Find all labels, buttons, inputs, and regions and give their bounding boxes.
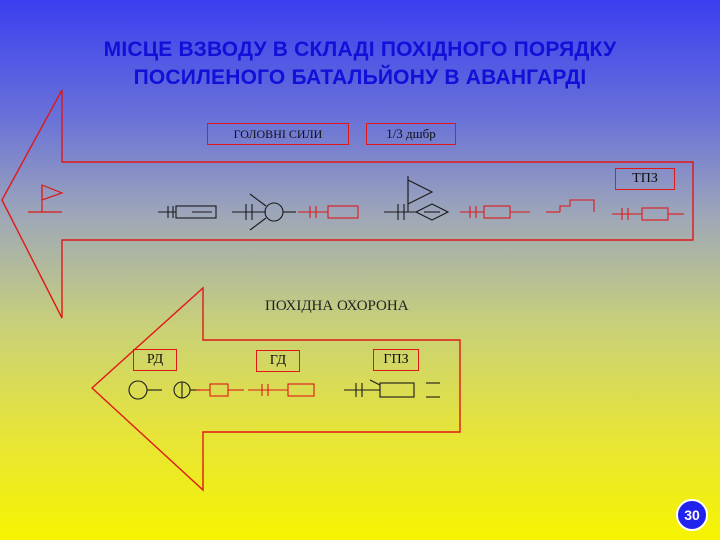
tank-icon bbox=[248, 383, 315, 397]
recon-vehicle-icon bbox=[128, 380, 200, 400]
main-forces-arrow bbox=[1, 89, 694, 319]
rear-patrol-label: ТПЗ bbox=[615, 168, 675, 190]
title-line-1: МІСЦЕ ВЗВОДУ В СКЛАДІ ПОХІДНОГО ПОРЯДКУ bbox=[103, 38, 617, 61]
apc-icon bbox=[344, 379, 440, 398]
flag-icon bbox=[28, 184, 64, 213]
page-title: МІСЦЕ ВЗВОДУ В СКЛАДІ ПОХІДНОГО ПОРЯДКУ … bbox=[0, 36, 720, 92]
tank-icon bbox=[298, 205, 359, 219]
march-guard-arrow bbox=[90, 286, 461, 492]
vehicle-icon bbox=[546, 199, 595, 213]
title-line-2: ПОСИЛЕНОГО БАТАЛЬЙОНУ В АВАНГАРДІ bbox=[133, 66, 587, 89]
tank-icon bbox=[460, 205, 530, 219]
head-patrol-label: ГПЗ bbox=[373, 349, 419, 371]
tank-icon bbox=[196, 383, 244, 397]
march-guard-label: ПОХІДНА ОХОРОНА bbox=[265, 298, 409, 314]
page-number-badge: 30 bbox=[676, 499, 708, 531]
main-forces-label: ГОЛОВНІ СИЛИ bbox=[207, 123, 349, 145]
tank-icon bbox=[612, 207, 684, 221]
recon-patrol-label: РД bbox=[133, 349, 177, 371]
apc-icon bbox=[232, 193, 296, 231]
guard-post-icon bbox=[384, 176, 450, 221]
vehicle-icon bbox=[158, 205, 217, 219]
head-detachment-label: ГД bbox=[256, 350, 300, 372]
battalion-label: 1/3 дшбр bbox=[366, 123, 456, 145]
